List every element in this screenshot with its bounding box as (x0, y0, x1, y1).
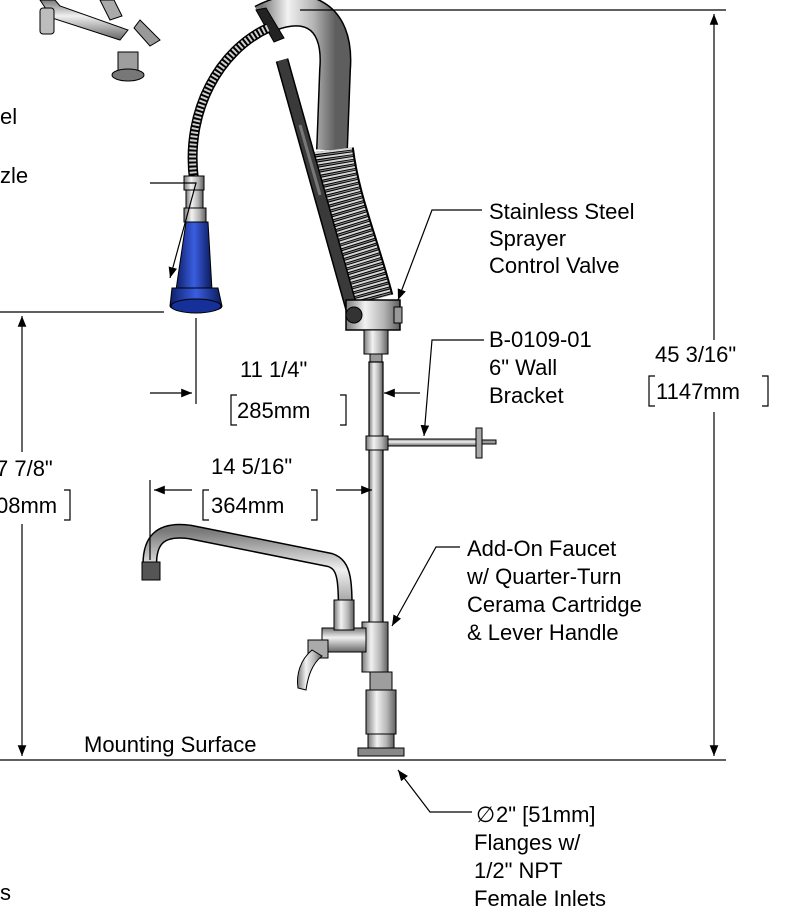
callout-flanges: ∅ 2" [51mm] Flanges w/ 1/2" NPT Female I… (474, 802, 606, 911)
callout-line: B-0109-01 (489, 327, 592, 352)
callout-line: 6" Wall (489, 355, 557, 380)
nozzle-reach-metric: 285mm (237, 398, 310, 423)
callout-line: Female Inlets (474, 886, 606, 911)
leader-flanges (397, 769, 472, 813)
callout-control-valve: Stainless Steel Sprayer Control Valve (489, 199, 635, 278)
partial-label-top: el (0, 104, 17, 129)
spring-coil (310, 147, 394, 306)
callout-line: & Lever Handle (467, 620, 619, 645)
overall-height-imperial: 45 3/16" (655, 342, 736, 367)
dimension-nozzle-height (0, 311, 164, 756)
callout-wall-bracket: B-0109-01 6" Wall Bracket (489, 327, 592, 408)
leader-lines (150, 182, 484, 813)
mounting-surface-label: Mounting Surface (84, 732, 256, 757)
metric-brackets (64, 375, 769, 521)
partial-label-bottom: s (0, 880, 11, 905)
callout-line: 2" [51mm] (496, 802, 596, 827)
deck-faucet-thumbnail (39, 0, 161, 82)
overall-height-metric: 1147mm (656, 379, 740, 404)
callout-line: Bracket (489, 383, 564, 408)
spray-nozzle (169, 175, 223, 314)
callout-line: Control Valve (489, 253, 619, 278)
vertical-riser (368, 361, 384, 633)
nozzle-height-metric: 08mm (0, 493, 57, 518)
dimension-faucet-reach (149, 480, 372, 560)
callout-line: Flanges w/ (474, 830, 581, 855)
dimension-nozzle-reach (150, 318, 420, 404)
partial-label-nozzle: zle (0, 163, 28, 188)
leader-wall-bracket (420, 339, 484, 437)
pre-rinse-riser (187, 0, 394, 312)
leader-nozzle (150, 182, 197, 279)
nozzle-reach-imperial: 11 1/4" (240, 357, 307, 382)
control-valve-body (345, 299, 403, 365)
flange-diameter-symbol: ∅ (476, 802, 495, 827)
add-on-faucet (141, 523, 405, 757)
callout-line: Sprayer (489, 226, 566, 251)
leader-add-on-faucet (391, 546, 460, 627)
callout-line: Cerama Cartridge (467, 592, 642, 617)
wall-bracket (365, 427, 497, 459)
callout-line: Add-On Faucet (467, 536, 616, 561)
callout-line: 1/2" NPT (474, 858, 563, 883)
leader-control-valve (397, 209, 482, 301)
faucet-reach-metric: 364mm (211, 493, 284, 518)
partial-labels: el zle s (0, 104, 28, 905)
dimension-texts: 45 3/16" 1147mm 11 1/4" 285mm 14 5/16" 3… (0, 342, 740, 518)
callout-line: w/ Quarter-Turn (466, 564, 621, 589)
callout-line: Stainless Steel (489, 199, 635, 224)
nozzle-height-imperial: 7 7/8" (0, 456, 53, 481)
faucet-reach-imperial: 14 5/16" (211, 454, 292, 479)
dimension-overall-height (300, 9, 726, 756)
callout-add-on-faucet: Add-On Faucet w/ Quarter-Turn Cerama Car… (466, 536, 642, 645)
